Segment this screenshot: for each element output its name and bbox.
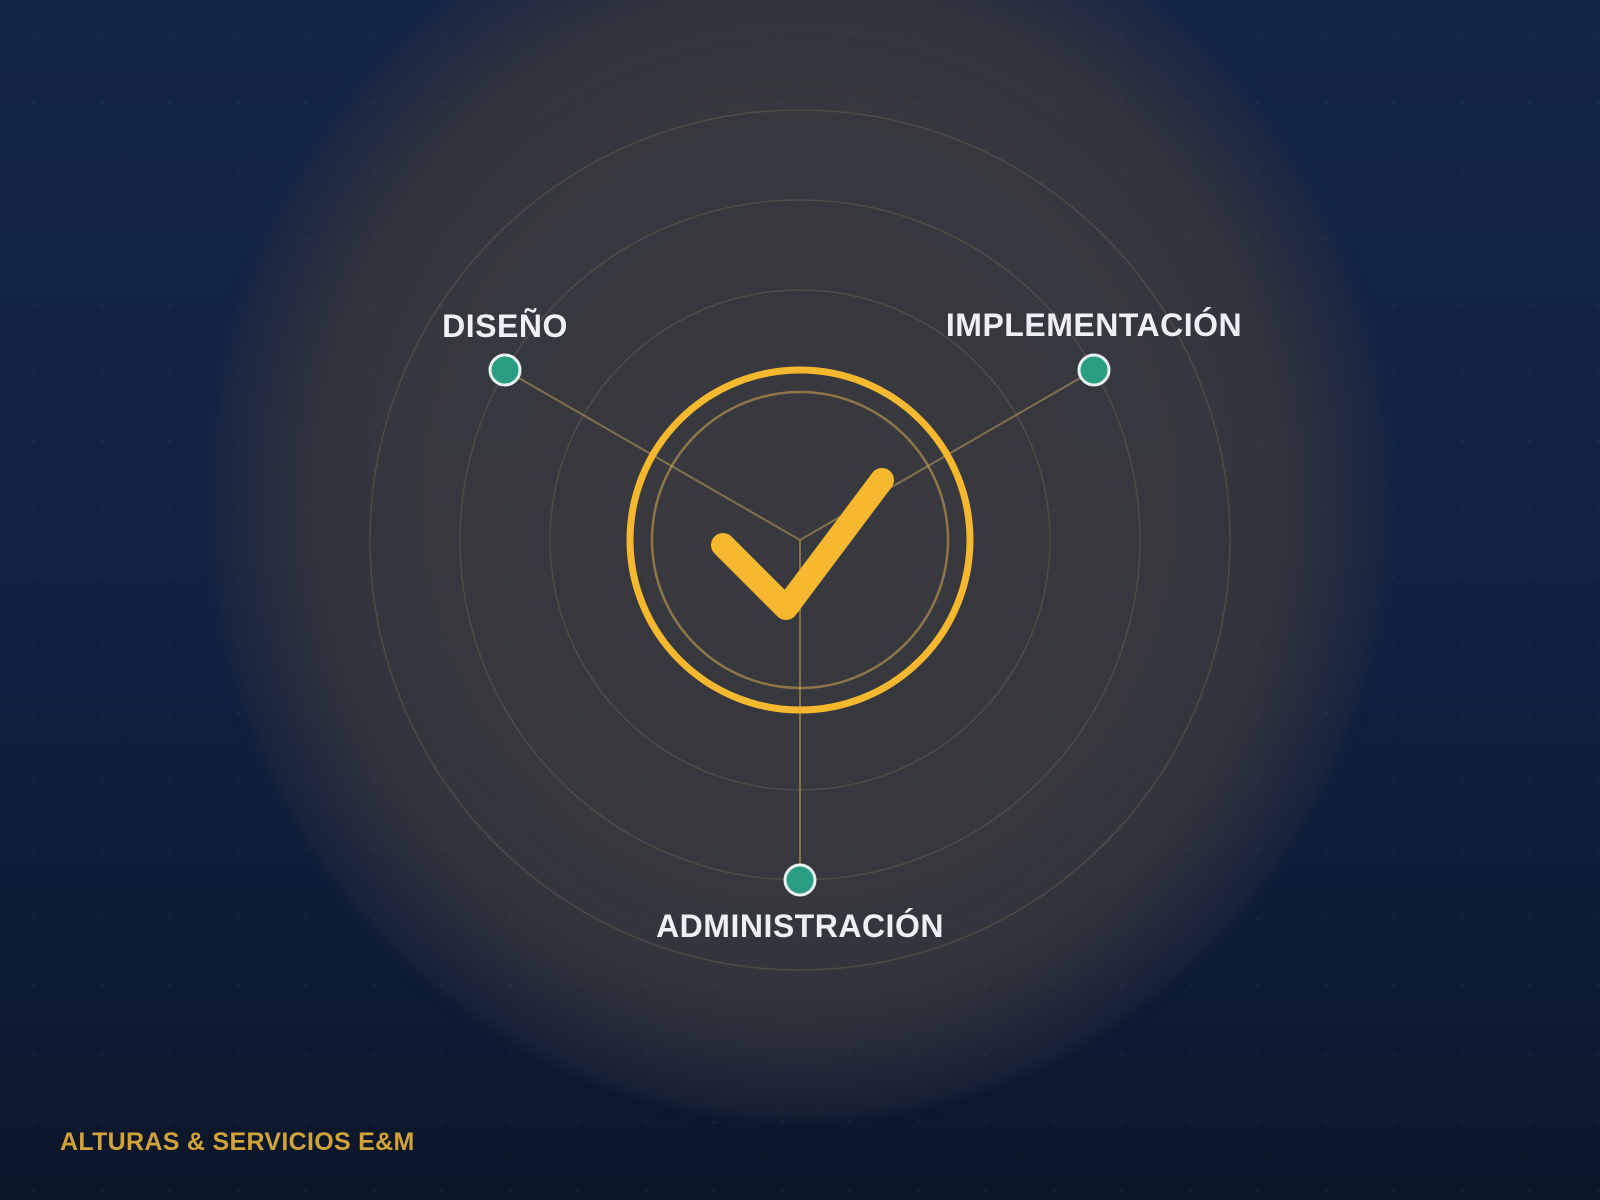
- connector-lines: [504, 369, 1095, 880]
- ring-3: [369, 109, 1231, 971]
- nodes: [488, 353, 1111, 897]
- label-implementation: IMPLEMENTACIÓN: [945, 307, 1243, 343]
- label-administration: ADMINISTRACIÓN: [656, 908, 944, 944]
- label-design: DISEÑO: [442, 308, 568, 344]
- node-design: [488, 353, 522, 387]
- badge-outer-ring: [626, 366, 974, 714]
- check-icon: [711, 468, 894, 620]
- badge-inner-ring: [650, 390, 950, 690]
- company-name: ALTURAS & SERVICIOS E&M: [60, 1128, 415, 1156]
- center-badge: [626, 366, 974, 714]
- node-administration: [783, 863, 817, 897]
- node-implementation: [1077, 353, 1111, 387]
